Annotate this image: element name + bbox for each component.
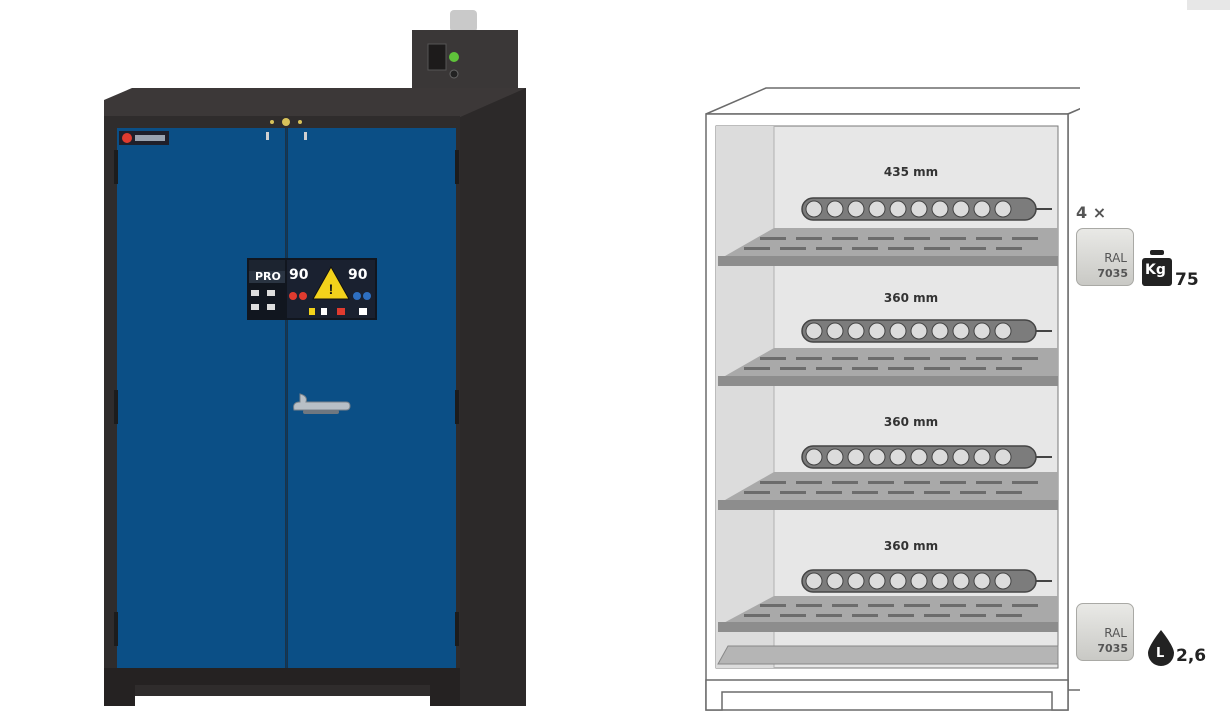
shelf-height-1: 435 mm: [884, 165, 938, 179]
door-label-rating-right: 90: [348, 267, 368, 283]
frame-side: [1067, 107, 1080, 691]
socket-outlet: [805, 322, 823, 340]
socket-outlet: [931, 322, 949, 340]
socket-outlet: [910, 448, 928, 466]
vent-unit-display: [427, 43, 447, 71]
socket-outlet: [994, 448, 1012, 466]
socket-outlet: [910, 322, 928, 340]
weight-icon-text: Kg: [1145, 262, 1166, 278]
weight-icon: Kg: [1142, 250, 1172, 286]
liquid-drop-icon: L: [1146, 630, 1176, 666]
socket-outlet: [889, 572, 907, 590]
socket-outlet: [952, 572, 970, 590]
warning-triangle-icon: [312, 265, 350, 300]
socket-outlet: [868, 200, 886, 218]
frame-top: [705, 87, 1080, 115]
socket-outlet: [973, 572, 991, 590]
socket-outlet: [889, 322, 907, 340]
shelf-2: [718, 348, 1058, 386]
shelf-1: [718, 228, 1058, 266]
door-left: [117, 128, 285, 668]
socket-outlet: [847, 322, 865, 340]
socket-outlet: [805, 572, 823, 590]
socket-outlet: [994, 200, 1012, 218]
svg-text:!: !: [329, 281, 334, 297]
socket-outlet: [826, 448, 844, 466]
shelf-height-2: 360 mm: [884, 291, 938, 305]
shelf-load-value: 75: [1175, 270, 1199, 290]
cabinet-interior-illustration: 435 mm 360 mm 360 mm 360 mm: [705, 87, 1080, 711]
socket-outlet: [826, 200, 844, 218]
corner-tab[interactable]: [1187, 0, 1230, 10]
sump-ral-swatch: RAL 7035: [1076, 603, 1134, 661]
cabinet-plinth: [104, 668, 460, 706]
socket-outlet: [847, 448, 865, 466]
sump-volume-value: 2,6: [1176, 646, 1207, 666]
socket-outlet: [931, 448, 949, 466]
socket-outlet: [868, 322, 886, 340]
shelf-4: [718, 596, 1058, 632]
door-label-grade: PRO: [255, 270, 281, 283]
door-safety-label: ! PRO 90 90: [247, 258, 377, 320]
socket-outlet: [994, 572, 1012, 590]
socket-outlet: [910, 572, 928, 590]
socket-outlet: [805, 200, 823, 218]
socket-outlet: [847, 572, 865, 590]
vent-unit-button: [449, 69, 459, 79]
liquid-icon-text: L: [1156, 646, 1165, 661]
socket-outlet: [952, 322, 970, 340]
bottom-sump: [717, 645, 1059, 665]
vent-duct-cap: [450, 10, 477, 32]
shelf-ral-swatch: RAL 7035: [1076, 228, 1134, 286]
socket-outlet: [805, 448, 823, 466]
socket-outlet: [847, 200, 865, 218]
door-handle: [293, 393, 351, 411]
shelf-count: 4 ×: [1076, 203, 1107, 222]
socket-outlet: [868, 448, 886, 466]
sump-ral-code: 7035: [1097, 642, 1128, 655]
door-label-rating-left: 90: [289, 267, 309, 283]
socket-outlet: [973, 322, 991, 340]
socket-outlet: [973, 200, 991, 218]
cabinet-top: [104, 88, 526, 118]
socket-outlet: [994, 322, 1012, 340]
door-right: [288, 128, 456, 668]
socket-outlet: [889, 200, 907, 218]
socket-outlet: [931, 200, 949, 218]
socket-outlet: [889, 448, 907, 466]
socket-outlet: [952, 448, 970, 466]
shelf-height-3: 360 mm: [884, 415, 938, 429]
socket-outlet: [952, 200, 970, 218]
socket-outlet: [973, 448, 991, 466]
shelf-height-4: 360 mm: [884, 539, 938, 553]
cabinet-side: [458, 88, 526, 706]
cabinet-front-illustration: [104, 10, 526, 706]
sump-ral-label: RAL: [1104, 626, 1127, 640]
shelf-3: [718, 472, 1058, 510]
shelf-ral-code: 7035: [1097, 267, 1128, 280]
socket-outlet: [826, 322, 844, 340]
socket-outlet: [826, 572, 844, 590]
socket-outlet: [910, 200, 928, 218]
socket-outlet: [931, 572, 949, 590]
lock-cylinder: [282, 118, 290, 126]
vent-status-led: [449, 52, 459, 62]
shelf-ral-label: RAL: [1104, 251, 1127, 265]
socket-outlet: [868, 572, 886, 590]
